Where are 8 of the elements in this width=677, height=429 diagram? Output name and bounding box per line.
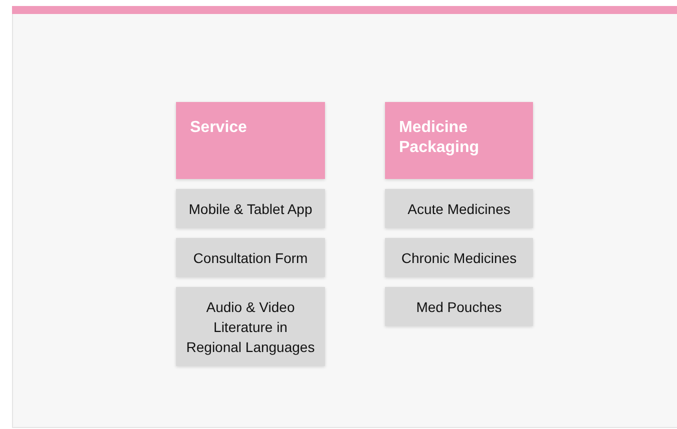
item-box: Acute Medicines xyxy=(385,189,533,228)
category-header: Medicine Packaging xyxy=(385,102,533,179)
item-box: Consultation Form xyxy=(176,238,325,277)
item-box: Med Pouches xyxy=(385,287,533,326)
item-box: Chronic Medicines xyxy=(385,238,533,277)
item-box: Mobile & Tablet App xyxy=(176,189,325,228)
category-header: Service xyxy=(176,102,325,179)
item-box: Audio & Video Literature in Regional Languages xyxy=(176,287,325,366)
